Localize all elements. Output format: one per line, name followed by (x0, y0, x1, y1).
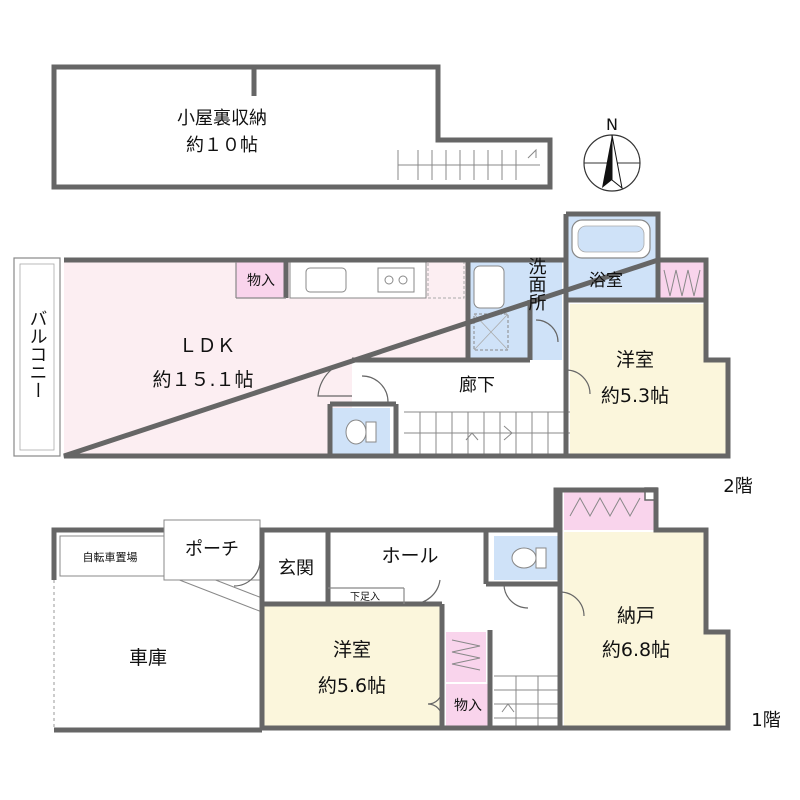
storage-1f-closet (446, 632, 486, 682)
washroom-door (535, 319, 559, 343)
closet-room-wardrobe (564, 490, 656, 530)
stairs-1f (494, 675, 560, 726)
entrance-label: 玄関 (278, 558, 314, 579)
kitchen-sink-icon (305, 267, 347, 293)
ldk-room (64, 260, 468, 456)
attic-stairs (397, 148, 540, 180)
western-room-1f-size: 約5.6帖 (318, 675, 386, 697)
garage-label: 車庫 (129, 647, 167, 669)
storage-1f-label: 物入 (454, 698, 482, 714)
western-room-2f (570, 304, 728, 456)
closet-room (564, 532, 728, 728)
washroom-label: 洗面所 (526, 257, 547, 311)
porch-label: ポーチ (185, 539, 239, 560)
floor2-level-label: 2階 (723, 476, 752, 497)
closet-room-label: 納戸 (617, 605, 655, 627)
washbasin-icon (473, 265, 505, 309)
hallway-label: 廊下 (459, 375, 495, 396)
western-room-1f-label: 洋室 (333, 639, 371, 661)
attic-storage-room (54, 67, 438, 187)
ldk-label: ＬＤＫ (178, 335, 235, 357)
toilet-2f-icon (345, 419, 367, 445)
closet-room-door (559, 591, 585, 617)
western-room-2f-closet (658, 262, 704, 302)
hall-label: ホール (381, 545, 438, 567)
second-floor: バルコニー ＬＤＫ 約１５.１帖 物入 洗面所 浴室 洋室 約5.3帖 廊下 2… (13, 211, 753, 497)
floor1-level-label: 1階 (751, 710, 780, 731)
western-room-2f-door (565, 369, 591, 395)
toilet-2f-door (361, 375, 389, 403)
first-floor: 自転車置場 ポーチ 車庫 玄関 ホール 下足入 洋室 約5.6帖 物入 納戸 約… (51, 487, 781, 733)
storage-1f (446, 684, 490, 726)
closet-room-size: 約6.8帖 (602, 639, 670, 661)
western-room-2f-size: 約5.3帖 (601, 385, 669, 407)
porch (163, 519, 261, 581)
stairs-2f (404, 411, 570, 455)
compass-north-letter: N (606, 115, 618, 134)
attic-floor: 小屋裏収納 約１０帖 (51, 64, 553, 190)
ldk-size: 約１５.１帖 (152, 369, 253, 391)
toilet-1f-door (503, 583, 529, 609)
storage-hatch (451, 639, 481, 671)
balcony (13, 257, 61, 457)
ldk-storage (236, 262, 286, 298)
kitchen-counter (289, 261, 427, 299)
western-room-1f (264, 604, 442, 728)
balcony-label: バルコニー (27, 309, 48, 399)
bathroom-label: 浴室 (589, 271, 623, 291)
western-room-1f-door (411, 579, 441, 605)
attic-label: 小屋裏収納 (177, 108, 267, 129)
attic-size: 約１０帖 (186, 135, 258, 156)
ldk-storage-label: 物入 (247, 273, 275, 289)
closet-hatch-2f (663, 269, 701, 297)
toilet-1f-icon (511, 547, 537, 569)
ldk-door (317, 359, 353, 397)
wardrobe-hatch (569, 496, 641, 518)
stove-icon (377, 267, 415, 293)
shoe-storage-label: 下足入 (350, 591, 380, 603)
north-compass: N (583, 115, 641, 192)
porch-door (233, 559, 261, 587)
western-room-2f-label: 洋室 (616, 349, 654, 371)
storage-1f-door (427, 689, 443, 719)
bicycle-parking-label: 自転車置場 (83, 550, 138, 564)
